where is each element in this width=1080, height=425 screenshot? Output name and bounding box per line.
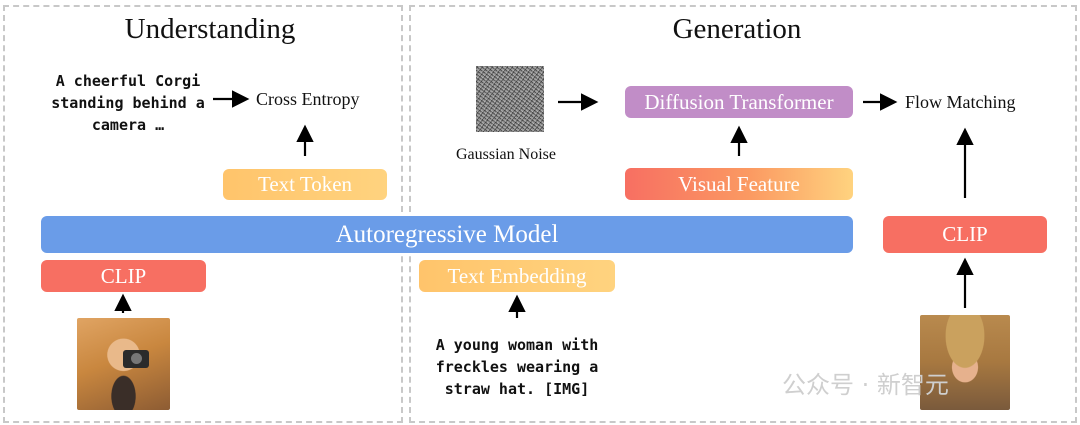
understanding-panel [3, 5, 403, 423]
understanding-clip-box: CLIP [41, 260, 206, 292]
visual-feature-box: Visual Feature [625, 168, 853, 200]
text-token-box: Text Token [223, 169, 387, 200]
diffusion-transformer-box: Diffusion Transformer [625, 86, 853, 118]
generation-title: Generation [672, 13, 802, 45]
gaussian-noise-overlay [476, 66, 544, 132]
text-embedding-box: Text Embedding [419, 260, 615, 292]
flow-matching-label: Flow Matching [905, 92, 1016, 112]
generation-clip-box: CLIP [883, 216, 1047, 253]
generation-panel [409, 5, 1077, 423]
understanding-input-text: A cheerful Corgi standing behind a camer… [51, 72, 205, 134]
woman-portrait-image [920, 315, 1010, 410]
understanding-title: Understanding [124, 13, 296, 45]
cross-entropy-label: Cross Entropy [256, 89, 360, 109]
gaussian-noise-image [476, 66, 544, 132]
autoregressive-model-bar: Autoregressive Model [41, 216, 853, 253]
watermark: 公众号 · 新智元 [782, 371, 949, 399]
camera-lens-icon [131, 353, 142, 364]
gaussian-noise-label: Gaussian Noise [456, 146, 556, 163]
generation-input-text: A young woman with freckles wearing a st… [435, 336, 599, 398]
